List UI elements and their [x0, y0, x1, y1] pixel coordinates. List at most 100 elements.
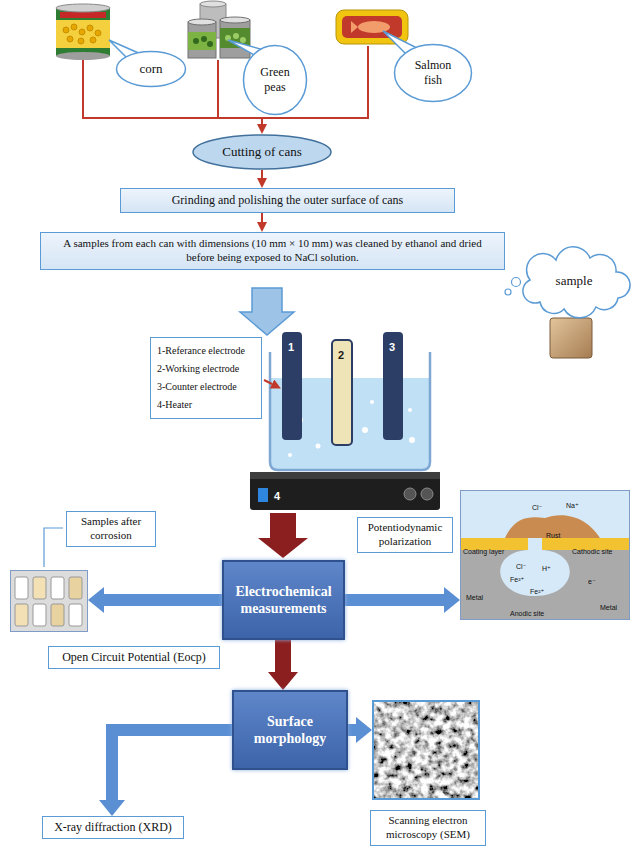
corrosion-schematic: [500, 538, 570, 596]
image-callout: Potentiodynamic polarization: [460, 490, 630, 620]
beaker: [288, 453, 292, 457]
node-text: 1-Referance electrode: [157, 342, 245, 360]
peas-cans: [207, 41, 213, 47]
corroded-samples-photo: [69, 604, 82, 626]
bubble-body: [395, 45, 472, 102]
corn-can: [60, 12, 106, 18]
flow-arrow: [104, 594, 222, 606]
corn-can: [79, 29, 85, 35]
beaker: [332, 340, 352, 445]
corn-can: [71, 24, 77, 30]
node-text: X-ray diffraction (XRD): [54, 820, 172, 835]
heater-number: 4: [274, 490, 280, 502]
down-block-arrow: [240, 288, 294, 335]
thought-dots: [512, 278, 521, 287]
flow-arrow: [112, 730, 232, 800]
salmon-tin: [342, 16, 402, 38]
flow-arrow: [345, 594, 444, 606]
node-text: Potentiodynamic polarization: [363, 521, 447, 549]
corroded-samples-photo: [51, 577, 64, 599]
site-label: Cathodic site: [572, 548, 612, 555]
callout-bracket: [44, 528, 63, 567]
peas-cans: [200, 1, 226, 7]
beaker: [409, 437, 415, 443]
process-box: A samples from each can with dimensions …: [40, 232, 505, 270]
method-box: Electrochemical measurements: [222, 560, 345, 640]
beaker: [282, 332, 302, 440]
layer-label: Metal: [466, 594, 483, 601]
callout-label: Samples after corrosion: [66, 511, 156, 547]
node-text: Grinding and polishing the outer surface…: [172, 193, 404, 208]
node-text: corn: [139, 61, 162, 77]
result-box: X-ray diffraction (XRD): [42, 816, 184, 839]
merge-lines: [261, 118, 263, 124]
electrode-number: 2: [338, 349, 344, 361]
node-text: Open Circuit Potential (Eocp): [62, 650, 206, 665]
node-text: sample: [556, 273, 593, 289]
ion-label: Cl⁻: [532, 504, 542, 511]
ion-label: Na⁺: [566, 502, 579, 509]
corn-can: [78, 38, 84, 44]
corrosion-schematic: [460, 490, 630, 620]
peas-cans: [233, 33, 239, 39]
corroded-samples-photo: [10, 570, 88, 632]
corroded-samples-photo: [33, 577, 46, 599]
merge-lines: [217, 60, 219, 118]
corn-can: [90, 37, 96, 43]
callout-bracket: [44, 528, 63, 567]
image-callout: Samples after corrosion: [10, 570, 88, 632]
ion-label: Cl⁻: [516, 563, 526, 570]
corroded-samples-photo: [51, 604, 64, 626]
callout-label: Scanning electron microscopy (SEM): [370, 810, 486, 846]
node-text: 4-Heater: [157, 396, 192, 414]
peas-cans: [220, 17, 250, 23]
flow-arrow: [261, 170, 263, 178]
peas-cans: [188, 32, 216, 50]
layer-label: Rust: [546, 532, 560, 539]
beaker: [408, 408, 412, 412]
corroded-samples-photo: [15, 577, 28, 599]
peas-cans: [188, 1, 250, 58]
node-text: Surface morphology: [237, 713, 343, 748]
node-text: A samples from each can with dimensions …: [49, 237, 496, 265]
hot-plate: [258, 488, 268, 502]
beaker: [270, 332, 430, 470]
node-text: Samples after corrosion: [72, 515, 150, 543]
peas-cans: [188, 22, 216, 58]
hot-plate: [404, 488, 416, 500]
hot-plate: [421, 488, 433, 500]
hot-plate: [250, 472, 440, 479]
speech-bubble: corn: [115, 50, 187, 88]
speech-bubble: Green peas: [242, 44, 308, 116]
ion-label: Fe²⁺: [530, 588, 544, 595]
corn-can: [87, 25, 93, 31]
bubble-body: [117, 52, 186, 87]
method-box: Surface morphology: [232, 690, 348, 770]
beaker: [316, 444, 321, 449]
corroded-samples-photo: [10, 570, 88, 632]
corn-can: [56, 52, 110, 60]
node-text: Scanning electron microscopy (SEM): [376, 814, 480, 842]
corn-can: [56, 4, 110, 12]
ion-label: H⁺: [542, 565, 551, 572]
salmon-tin: [358, 21, 390, 33]
peas-cans: [220, 20, 250, 58]
corroded-samples-photo: [33, 604, 46, 626]
hot-plate: [250, 472, 440, 510]
flow-arrow: [261, 213, 263, 222]
sem-micrograph: [372, 700, 480, 800]
pointer-arrow: [264, 380, 272, 384]
flow-arrow: [275, 640, 291, 672]
node-text: 3-Counter electrode: [157, 378, 237, 396]
peas-cans: [193, 38, 199, 44]
thought-dots: [505, 278, 521, 296]
key-box: 1-Referance electrode2-Working electrode…: [150, 337, 262, 419]
process-ellipse: Cutting of cans: [192, 134, 332, 170]
node-text: Electrochemical measurements: [227, 583, 340, 618]
layer-label: Metal: [600, 604, 617, 611]
node-text: Green peas: [251, 65, 299, 95]
merge-lines: [83, 46, 368, 124]
cloud-body: [523, 247, 630, 318]
